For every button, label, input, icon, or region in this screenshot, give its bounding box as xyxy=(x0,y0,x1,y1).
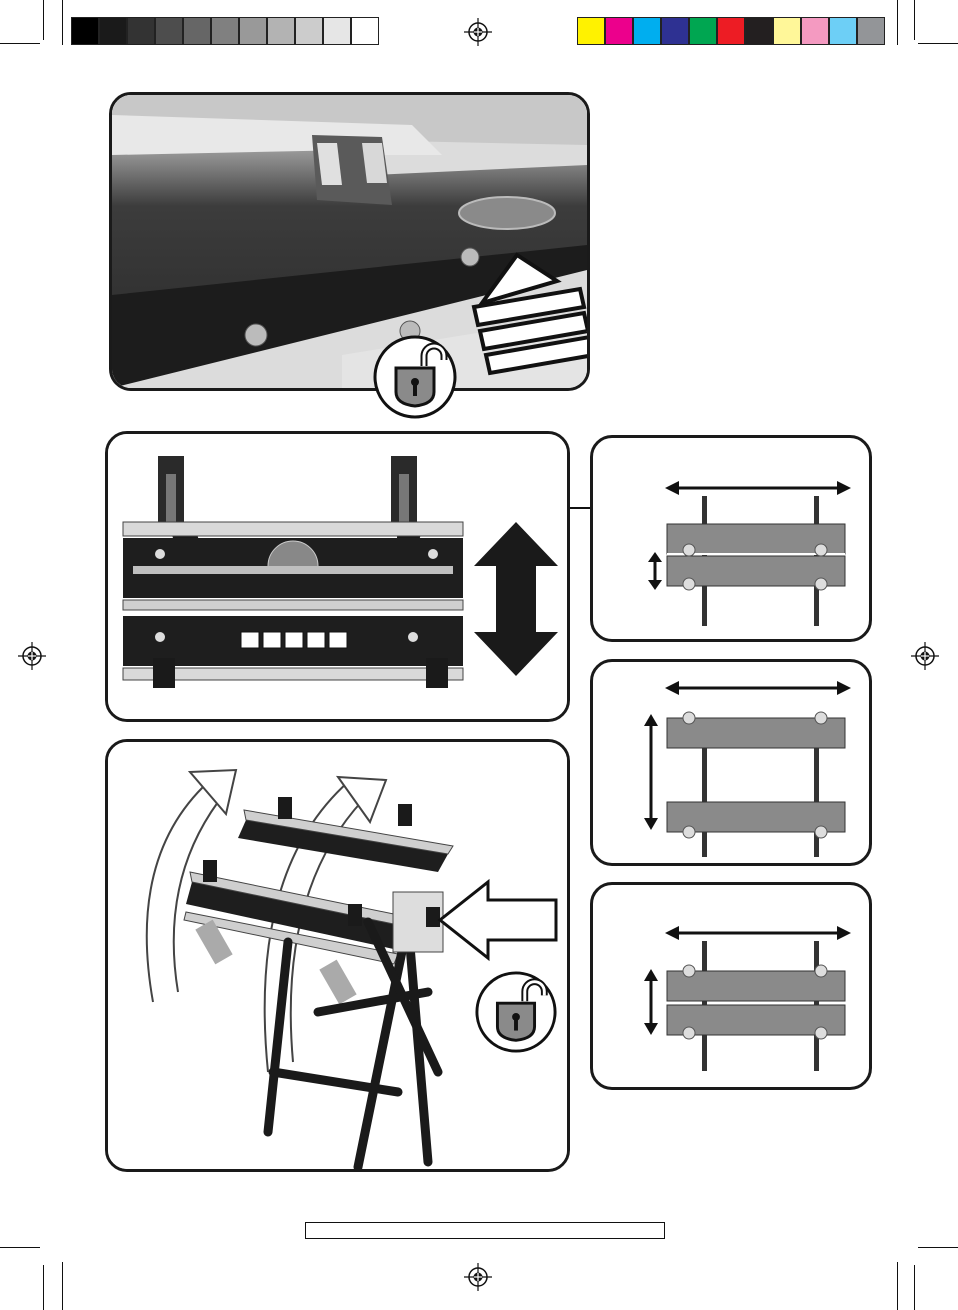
color-swatch xyxy=(605,17,633,45)
crop-mark xyxy=(0,43,40,44)
registration-mark-icon xyxy=(911,642,939,670)
crop-mark xyxy=(897,1262,898,1310)
registration-mark-icon xyxy=(464,1263,492,1291)
crop-mark xyxy=(918,1247,958,1248)
workbench-folding-photo xyxy=(105,739,570,1172)
color-swatch xyxy=(689,17,717,45)
crop-mark xyxy=(897,0,898,45)
jaw-spacing-wide-diagram xyxy=(590,659,872,866)
crop-mark xyxy=(62,1262,63,1310)
unlock-padlock-icon xyxy=(474,970,558,1054)
color-swatch xyxy=(267,17,295,45)
connector-line xyxy=(570,507,592,509)
registration-mark-icon xyxy=(18,642,46,670)
color-swatch xyxy=(71,17,99,45)
footer-page-box xyxy=(305,1222,665,1239)
color-swatch xyxy=(857,17,885,45)
crop-mark xyxy=(914,0,915,40)
crop-mark xyxy=(918,43,958,44)
rail-close-up-photo xyxy=(109,92,590,391)
color-swatch xyxy=(183,17,211,45)
color-swatch xyxy=(211,17,239,45)
clamp-top-photo xyxy=(105,431,570,722)
crop-mark xyxy=(914,1265,915,1310)
color-swatch xyxy=(633,17,661,45)
color-swatch xyxy=(323,17,351,45)
crop-mark xyxy=(0,1247,40,1248)
color-swatch xyxy=(745,17,773,45)
color-swatch xyxy=(127,17,155,45)
crop-mark xyxy=(43,1265,44,1310)
color-swatch xyxy=(577,17,605,45)
color-swatch xyxy=(717,17,745,45)
registration-mark-icon xyxy=(464,18,492,46)
color-swatch xyxy=(295,17,323,45)
color-swatch xyxy=(661,17,689,45)
color-swatch xyxy=(99,17,127,45)
color-swatch xyxy=(773,17,801,45)
crop-mark xyxy=(43,0,44,40)
color-swatch xyxy=(351,17,379,45)
color-swatch xyxy=(801,17,829,45)
color-swatch xyxy=(829,17,857,45)
color-swatch xyxy=(155,17,183,45)
crop-mark xyxy=(62,0,63,45)
color-swatch xyxy=(239,17,267,45)
unlock-padlock-icon xyxy=(372,334,458,420)
jaw-spacing-narrow-diagram xyxy=(590,435,872,642)
jaw-spacing-medium-diagram xyxy=(590,882,872,1090)
